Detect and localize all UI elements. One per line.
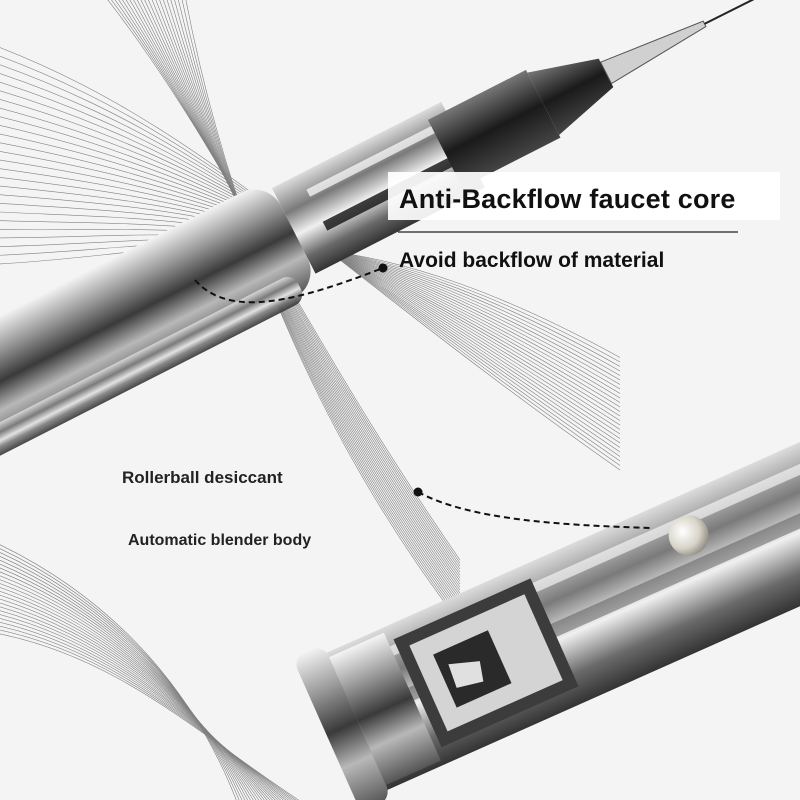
rollerball-desiccant-label: Rollerball desiccant xyxy=(122,468,283,487)
blender-body-label: Automatic blender body xyxy=(128,532,312,549)
faucet-core-title: Anti-Backflow faucet core xyxy=(399,184,736,214)
rollerball-callout-dot xyxy=(413,487,423,497)
backflow-callout-line xyxy=(194,267,384,304)
backflow-description: Avoid backflow of material xyxy=(399,249,665,272)
rollerball-callout-line xyxy=(417,491,651,529)
lower-airbrush-body xyxy=(296,424,800,800)
backflow-callout-dot xyxy=(378,263,388,273)
upper-airbrush-body xyxy=(0,0,800,478)
core-title-panel xyxy=(388,172,780,220)
